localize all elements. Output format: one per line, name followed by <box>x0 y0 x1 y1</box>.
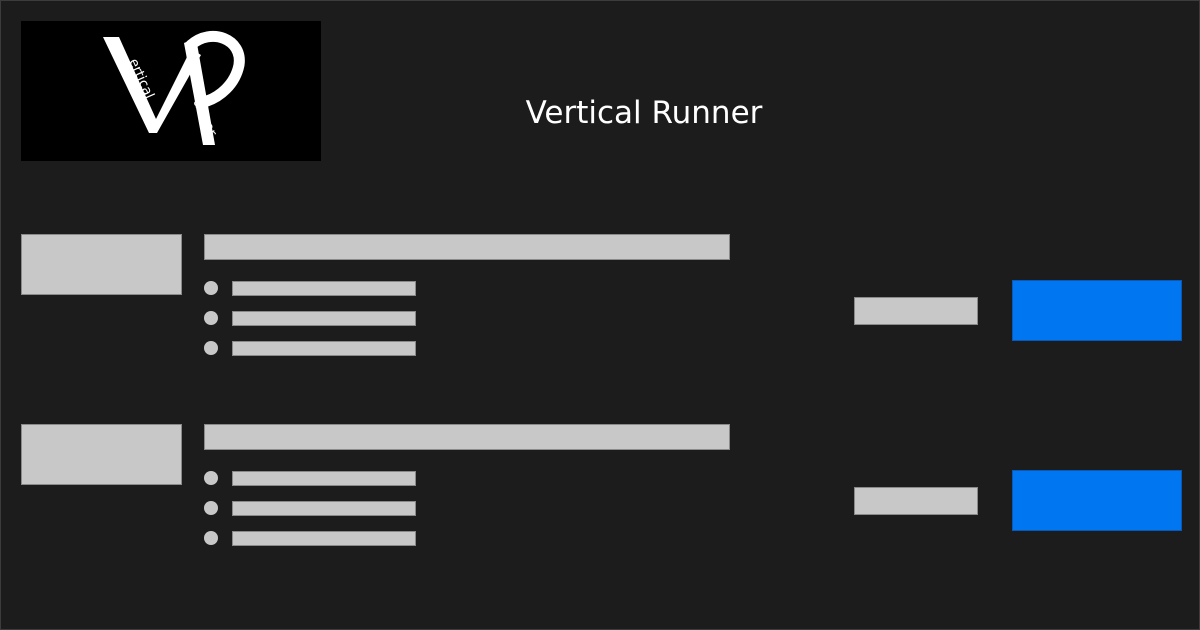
item-2-action-button[interactable] <box>1012 470 1182 531</box>
item-1-action-button[interactable] <box>1012 280 1182 341</box>
item-1-heading <box>204 234 730 260</box>
item-1-thumbnail <box>21 234 182 295</box>
item-2-bullet-2 <box>204 501 218 515</box>
item-2-price <box>854 487 978 515</box>
logo: ertical unner <box>21 21 321 161</box>
item-1-line-2 <box>232 311 416 326</box>
item-1-line-1 <box>232 281 416 296</box>
item-1-bullet-3 <box>204 341 218 355</box>
item-1-line-3 <box>232 341 416 356</box>
item-2-line-2 <box>232 501 416 516</box>
item-2-heading <box>204 424 730 450</box>
app-title: Vertical Runner <box>525 95 763 131</box>
item-2-bullet-3 <box>204 531 218 545</box>
item-2-bullet-1 <box>204 471 218 485</box>
item-1-bullet-2 <box>204 311 218 325</box>
item-1-bullet-1 <box>204 281 218 295</box>
vr-logo-mark: ertical unner <box>103 30 245 145</box>
item-2-line-1 <box>232 471 416 486</box>
item-1-price <box>854 297 978 325</box>
item-2-thumbnail <box>21 424 182 485</box>
item-2-line-3 <box>232 531 416 546</box>
